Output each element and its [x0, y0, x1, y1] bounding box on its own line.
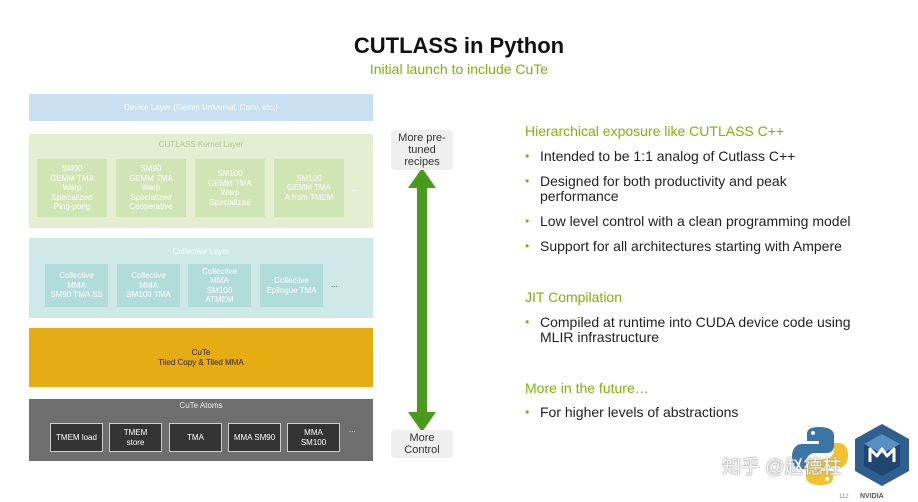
watermark: 知乎 @赵德柱 [722, 457, 842, 478]
bullet-icon: • [525, 149, 530, 163]
cute-layer-title: CuTe [191, 347, 211, 357]
bullet-icon: • [525, 405, 530, 419]
bullet-icon: • [525, 315, 530, 329]
kernel-layer-title: CUTLASS Kernel Layer [158, 140, 244, 149]
python-logo-icon [792, 427, 848, 485]
bullet-item: • For higher levels of abstractions [525, 405, 885, 420]
bullet-item: • Designed for both productivity and peak… [525, 174, 825, 204]
bullet-item: • Compiled at runtime into CUDA device co… [525, 315, 875, 345]
section-heading: JIT Compilation [525, 289, 623, 305]
collective-layer-title: Collective Layer [172, 247, 230, 256]
collective-more: ... [331, 280, 338, 289]
bullet-item: • Low level control with a clean programm… [525, 214, 885, 229]
bullet-icon: • [525, 214, 530, 228]
atom-box: MMA SM90 [228, 423, 281, 452]
bullet-text: Support for all architectures starting w… [540, 238, 842, 254]
device-layer: Device Layer (Gemm Universal, Conv, etc.… [29, 94, 373, 121]
slide-title: CUTLASS in Python [353, 33, 565, 58]
bullet-icon: • [525, 239, 530, 253]
section-heading: More in the future… [525, 380, 649, 396]
bullet-item: • Support for all architectures starting … [525, 239, 885, 254]
cute-atoms-title: CuTe Atoms [179, 401, 223, 410]
bullet-item: • Intended to be 1:1 analog of Cutlass C+… [525, 149, 885, 164]
page-number: 112 [839, 494, 849, 500]
bullet-text: Low level control with a clean programmi… [540, 213, 851, 229]
bullet-icon: • [525, 174, 530, 188]
cube-logo-icon [855, 424, 909, 486]
device-layer-label: Device Layer (Gemm Universal, Conv, etc.… [124, 103, 278, 112]
atom-box: TMEM load [50, 423, 103, 452]
cute-layer: CuTe Tiled Copy & Tiled MMA [29, 328, 373, 387]
kernel-more: ... [351, 184, 358, 193]
cute-layer-subtitle: Tiled Copy & Tiled MMA [158, 357, 244, 367]
brand-logo: NVIDIA [860, 493, 884, 500]
slide-subtitle: Initial launch to include CuTe [369, 61, 549, 77]
double-arrow-icon [408, 168, 436, 432]
bullet-text: Intended to be 1:1 analog of Cutlass C++ [540, 148, 796, 164]
bullet-text: Designed for both productivity and peak … [540, 173, 787, 204]
atom-box: TMA [169, 423, 222, 452]
section-heading: Hierarchical exposure like CUTLASS C++ [525, 123, 785, 139]
bullet-text: For higher levels of abstractions [540, 404, 739, 420]
atoms-more: ... [349, 425, 356, 434]
bullet-text: Compiled at runtime into CUDA device cod… [540, 314, 851, 345]
